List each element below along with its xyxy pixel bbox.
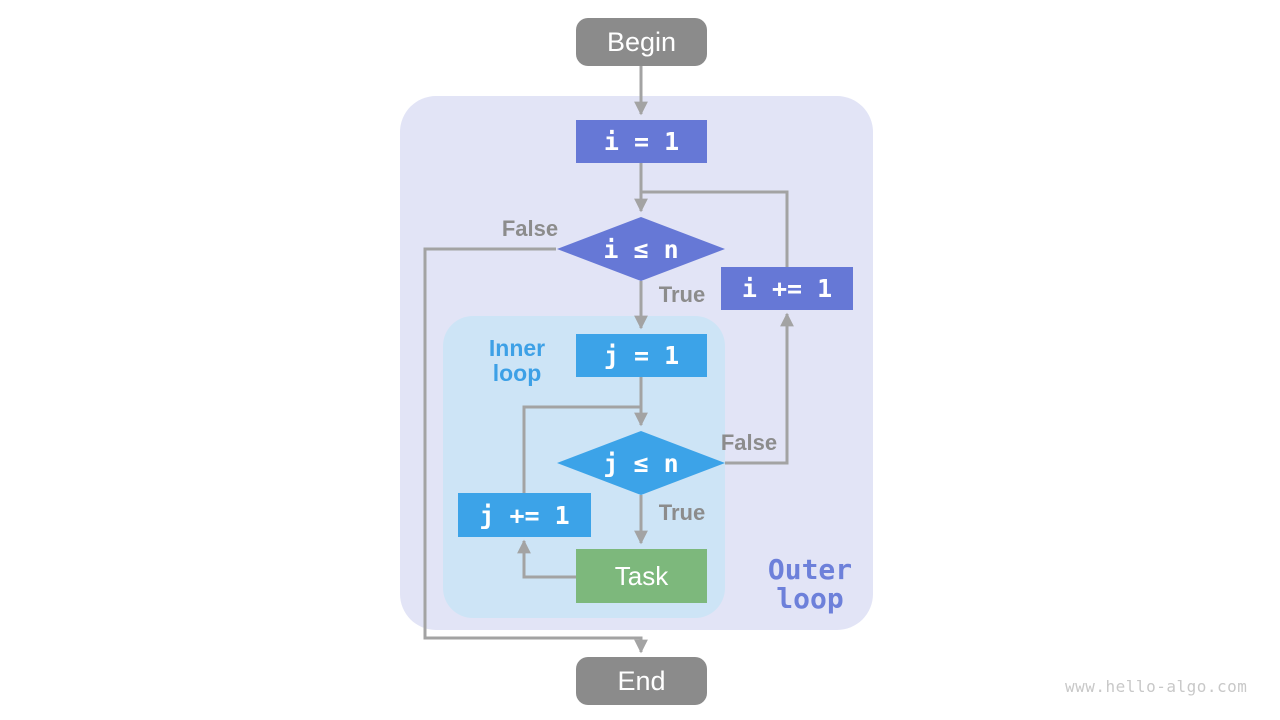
- node-init-i-label: i = 1: [603, 127, 680, 156]
- node-task: Task: [576, 549, 707, 603]
- node-cond-j-label: j ≤ n: [603, 448, 679, 478]
- node-inc-i-label: i += 1: [741, 274, 833, 303]
- outer-loop-caption-line2: loop: [776, 582, 844, 615]
- node-cond-i-label: i ≤ n: [603, 234, 679, 264]
- site-watermark: www.hello-algo.com: [1065, 677, 1248, 696]
- node-init-j: j = 1: [576, 334, 707, 377]
- node-inc-j: j += 1: [458, 493, 591, 537]
- inner-loop-caption: Inner loop: [489, 336, 545, 386]
- node-inc-i: i += 1: [721, 267, 853, 310]
- outer-loop-caption-line1: Outer: [767, 553, 853, 586]
- edge-label-inner-false: False: [720, 430, 778, 455]
- node-begin-label: Begin: [606, 26, 677, 57]
- inner-loop-caption-line2: loop: [492, 360, 542, 386]
- edge-label-outer-false: False: [501, 216, 559, 241]
- node-end: End: [576, 657, 707, 705]
- node-end-label: End: [617, 665, 666, 696]
- node-begin: Begin: [576, 18, 707, 66]
- node-init-j-label: j = 1: [603, 341, 680, 370]
- node-init-i: i = 1: [576, 120, 707, 163]
- edge-label-inner-true: True: [658, 500, 706, 525]
- outer-loop-caption: Outer loop: [768, 555, 852, 613]
- node-task-label: Task: [614, 560, 669, 591]
- node-inc-j-label: j += 1: [479, 500, 570, 530]
- inner-loop-caption-line1: Inner: [488, 335, 546, 361]
- edge-label-outer-true: True: [658, 282, 706, 307]
